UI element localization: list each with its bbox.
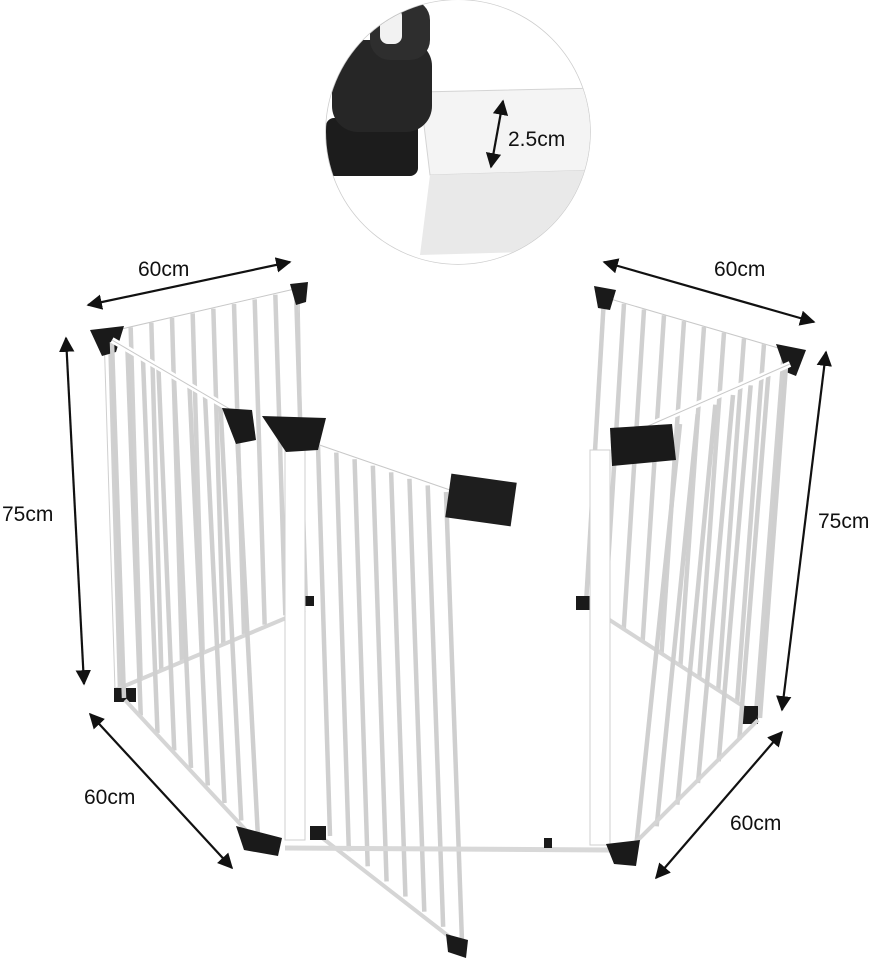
front-right-width-arrow [654,730,784,880]
right-height-label: 75cm [818,510,870,533]
panel-bar [621,309,647,629]
panel-bar [211,308,226,644]
panel-bar [334,452,352,852]
panel-bar [352,459,370,867]
left-front-panel [109,337,282,856]
dimension-arrows [59,257,832,880]
left-height-label: 75cm [2,503,54,526]
left-panel-width-label: 60cm [138,258,190,281]
thickness-label: 2.5cm [508,128,566,151]
panel-bar [697,332,727,678]
panel-bar [640,315,667,641]
panel-bar [273,294,288,616]
front-right-width-label: 60cm [730,812,782,835]
panel-bar [695,394,736,784]
panel-bar [149,322,164,672]
thickness-arrow [485,99,509,169]
panel-bar [716,385,753,762]
gate-panel [262,416,611,958]
panel-bar [171,377,194,769]
panel-bar [407,478,427,912]
right-height-arrow [776,350,832,712]
panel-bar [156,368,177,751]
panel-bar [443,491,465,943]
panel-bar [370,465,389,882]
front-left-width-label: 60cm [84,786,136,809]
inset-detail-circle [325,0,591,265]
panel-bar [315,445,333,837]
panel-bar [388,472,408,897]
panel-bar [734,344,767,702]
right-panel-width-label: 60cm [714,258,766,281]
left-panel-width-arrow [86,257,292,310]
panel-bar [109,341,127,699]
panel-bar [233,413,261,839]
panel-bar [252,299,267,625]
panel-bar [715,338,747,690]
panel-bar [678,326,707,666]
right-panel-width-arrow [602,258,816,326]
panel-bar [425,485,446,927]
panel-bar [218,404,244,821]
panel-bar [125,350,143,716]
gate-latch [445,473,517,527]
right-front-panel [544,361,792,866]
panel-bar [140,359,160,734]
panel-bar [737,375,771,740]
left-height-arrow [59,336,91,686]
panel-bar [633,423,683,849]
front-left-width-arrow [88,712,234,870]
